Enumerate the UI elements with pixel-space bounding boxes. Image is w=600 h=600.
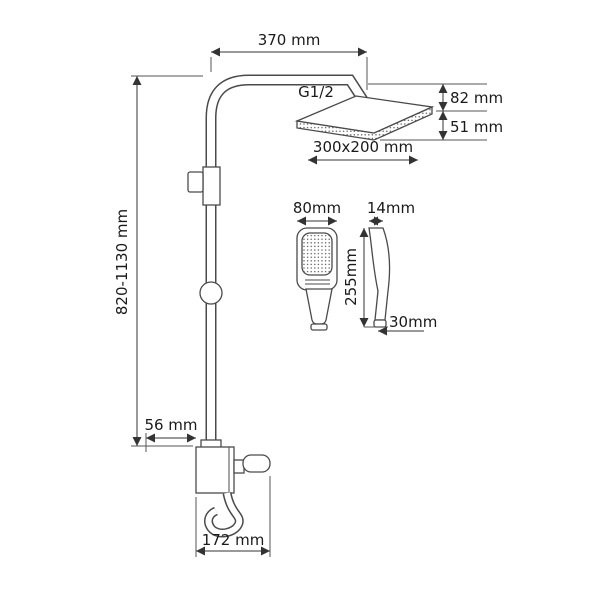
dim-label-mixer-width: 172 mm — [202, 531, 265, 549]
dim-label-head-size: 300x200 mm — [313, 138, 413, 156]
dimension-handshower-depth: 14mm — [367, 199, 415, 226]
dimension-head-size: 300x200 mm — [308, 138, 418, 165]
dimension-spout-offset: 56 mm — [144, 416, 198, 452]
diverter-sleeve — [202, 166, 221, 206]
hand-shower-side-nub — [373, 319, 387, 328]
dimension-handshower-width: 80mm — [293, 199, 341, 226]
mixer-unit — [195, 439, 271, 538]
hand-shower-front-view — [296, 227, 338, 331]
dim-label-handle-bottom: 30mm — [389, 313, 437, 331]
dim-label-handshower-width: 80mm — [293, 199, 341, 217]
dim-label-head-drop: 82 mm — [450, 89, 503, 107]
mixer-lever-handle — [242, 454, 271, 473]
dim-label-spout-offset: 56 mm — [144, 416, 197, 434]
dimension-column-height: 820-1130 mm — [113, 75, 203, 447]
slider-ring — [199, 281, 223, 305]
riser-pipe-outline — [205, 74, 368, 452]
dim-label-head-thickness: 51 mm — [450, 118, 503, 136]
thread-label: G1/2 — [298, 83, 334, 101]
riser-pipe — [205, 74, 368, 452]
dim-label-handshower-depth: 14mm — [367, 199, 415, 217]
hand-shower-side-view — [368, 227, 391, 328]
diverter-knob — [187, 171, 204, 193]
hand-shower-spray-face — [301, 232, 333, 276]
dimension-head-drop: 82 mm 51 mm — [368, 83, 503, 141]
riser-pipe-fill — [207, 76, 367, 452]
dim-label-column-height: 820-1130 mm — [113, 209, 131, 315]
hand-shower-handle — [305, 288, 333, 325]
hand-shower-side-profile — [368, 227, 391, 321]
diverter-bracket — [187, 166, 221, 206]
overhead-shower — [294, 95, 435, 141]
dimension-handle-bottom: 30mm — [378, 313, 437, 336]
dimension-top-reach: 370 mm — [210, 31, 368, 90]
mixer-body — [195, 446, 235, 494]
dimension-mixer-width: 172 mm — [195, 476, 271, 557]
shower-head-top-face — [294, 95, 435, 134]
spout-fill — [205, 492, 243, 536]
dim-label-handshower-length: 255mm — [342, 248, 360, 306]
dim-label-top-reach: 370 mm — [258, 31, 321, 49]
hand-shower-inlet-nub — [310, 323, 328, 331]
